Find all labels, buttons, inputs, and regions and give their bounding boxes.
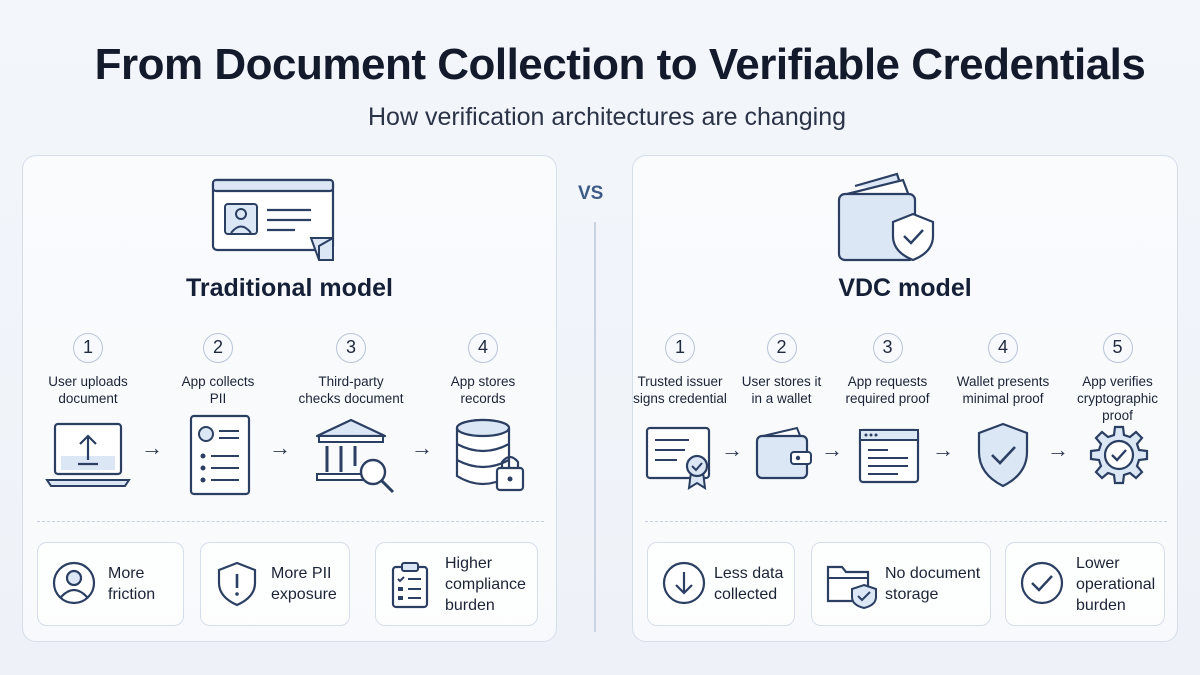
arrow-right-icon: → [932,437,954,462]
database-lock-icon [455,418,525,492]
arrow-right-icon: → [269,435,291,460]
vs-label: VS [578,183,604,204]
step-number: 1 [665,333,695,363]
step-number: 5 [1102,333,1133,363]
dashed-separator [37,521,544,522]
step-number: 1 [73,333,103,363]
id-card-document-icon [211,178,335,261]
user-circle-icon [52,561,96,605]
step-number: 2 [766,333,797,363]
step-number: 3 [872,333,903,363]
dashed-separator [645,521,1167,522]
browser-window-icon [858,428,920,484]
step-number: 2 [203,333,233,363]
pii-form-icon [189,414,251,496]
arrow-right-icon: → [821,437,843,462]
step-number: 4 [988,333,1018,363]
laptop-upload-icon [45,422,131,487]
wallet-icon [755,426,812,480]
certificate-icon [645,426,711,490]
arrow-right-icon: → [141,435,163,460]
divider-line [594,222,596,632]
vdc-model-title: VDC model [838,274,972,302]
step-number: 3 [336,333,366,363]
gear-check-icon [1089,425,1149,485]
wallet-shield-icon [837,172,935,262]
clipboard-checklist-icon [391,562,429,609]
arrow-right-icon: → [1047,437,1069,462]
shield-check-icon [977,422,1029,488]
check-circle-icon [1020,561,1064,605]
folder-shield-icon [826,565,877,609]
shield-alert-icon [217,561,257,607]
download-circle-icon [662,561,706,605]
arrow-right-icon: → [721,437,743,462]
arrow-right-icon: → [411,435,433,460]
page-title: From Document Collection to Verifiable C… [94,40,1146,89]
bank-search-icon [315,418,395,494]
traditional-model-title: Traditional model [186,274,393,302]
step-number: 4 [468,333,498,363]
page-subtitle: How verification architectures are chang… [367,103,846,131]
